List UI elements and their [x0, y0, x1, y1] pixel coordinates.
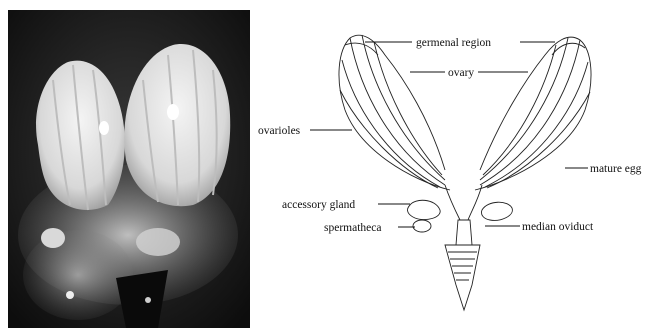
spermatheca-photo	[41, 228, 65, 248]
fat-body-tissue-left	[23, 230, 133, 320]
dissection-photo	[8, 10, 250, 328]
spermatheca-drawing	[413, 220, 431, 232]
median-oviduct-drawing	[456, 220, 472, 245]
lateral-oviduct-right	[468, 185, 482, 220]
ovipositor-drawing	[445, 245, 480, 310]
label-accessory-gland: accessory gland	[282, 199, 355, 211]
gland-photo	[136, 228, 180, 256]
label-ovary: ovary	[448, 67, 474, 79]
label-germenal-region: germenal region	[416, 37, 491, 49]
label-median-oviduct: median oviduct	[522, 221, 594, 233]
label-spermatheca: spermatheca	[324, 222, 381, 234]
accessory-gland-right	[481, 202, 512, 220]
ovary-left-drawing	[339, 35, 450, 190]
ovary-right-drawing	[475, 37, 591, 190]
accessory-gland-left	[408, 200, 441, 219]
label-ovarioles: ovarioles	[258, 125, 301, 137]
lateral-oviduct-left	[445, 185, 460, 220]
label-mature-egg: mature egg	[590, 163, 642, 175]
reproductive-system-diagram: germenal region ovary ovarioles mature e…	[250, 0, 647, 331]
